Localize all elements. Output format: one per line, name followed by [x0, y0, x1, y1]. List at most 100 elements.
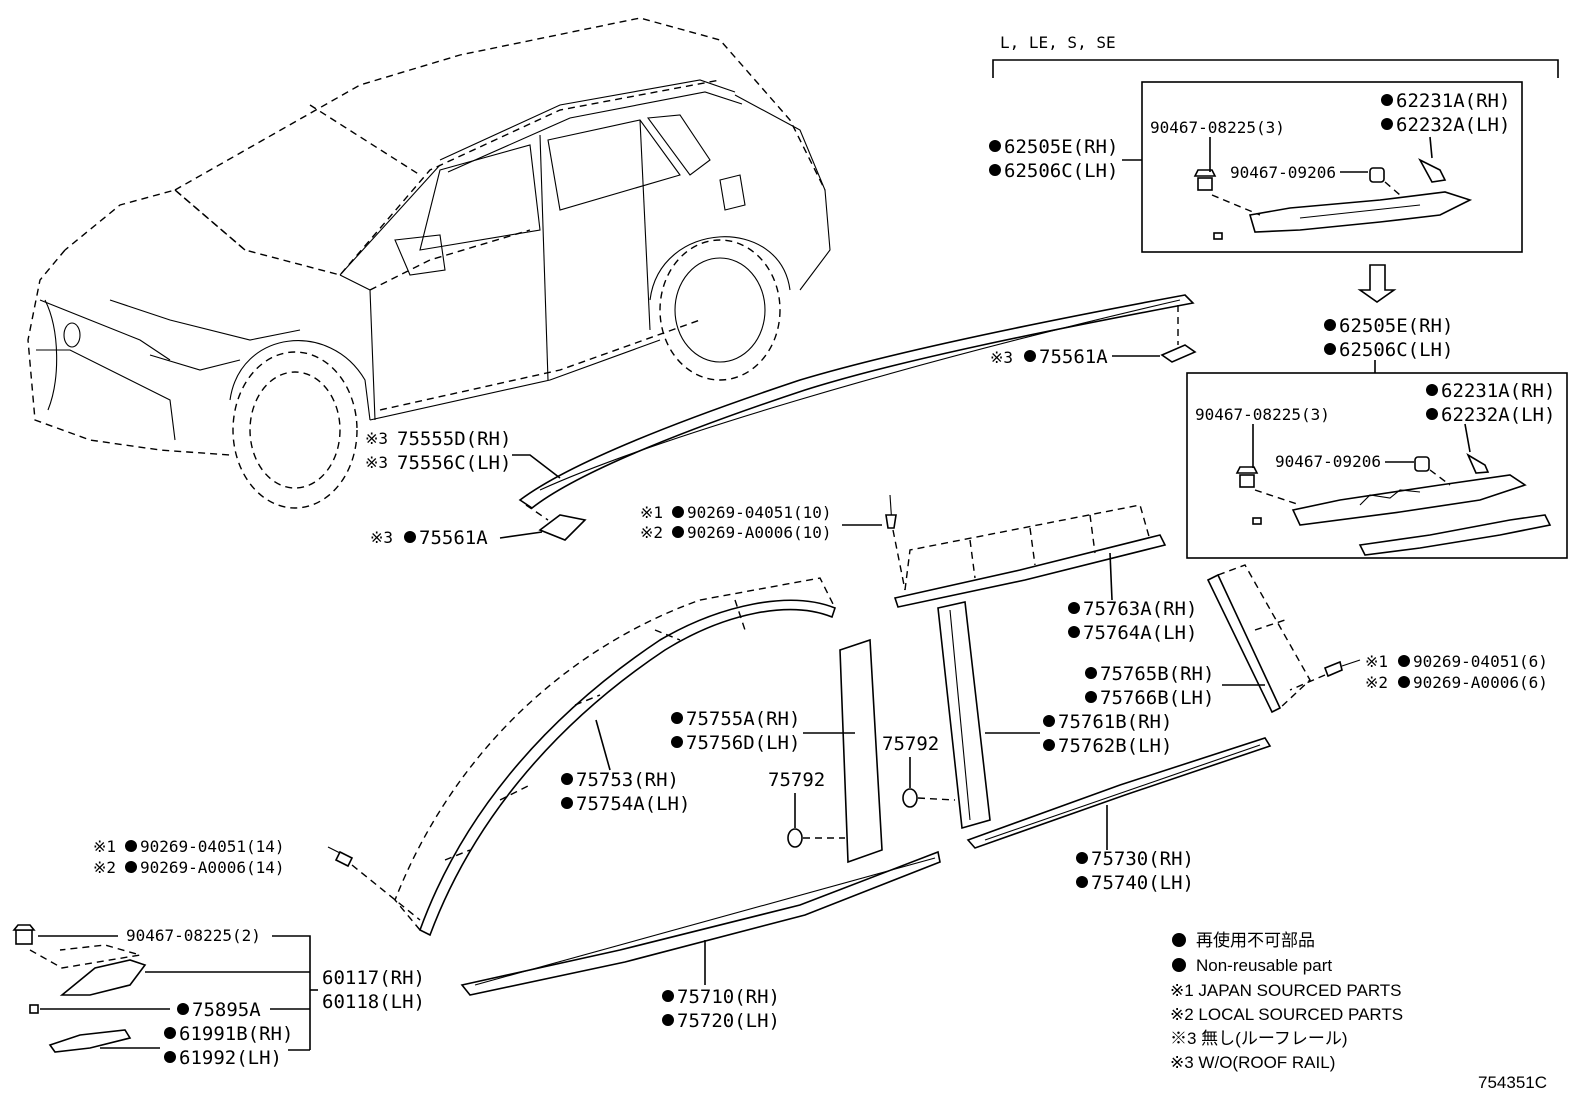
rail-rh-label: 75555D(RH)	[397, 428, 511, 450]
right-part-2: 90269-A0006(6)	[1413, 673, 1548, 692]
upper-molding-callout: 62505E(RH) 62506C(LH)	[989, 136, 1142, 182]
molding-75755: 75755A(RH) 75756D(LH)	[671, 638, 883, 864]
upper-clip-label: 90467-09206	[1230, 163, 1336, 182]
rail-rh-note: ※3	[365, 429, 388, 448]
lower-cover-lh-label: 62232A(LH)	[1441, 404, 1555, 426]
legend: 再使用不可部品 Non-reusable part ※1 JAPAN SOURC…	[1170, 930, 1547, 1092]
lower-left-group: 90467-08225(2) 75895A 61991B(RH) 61992(L…	[12, 924, 425, 1069]
screw-icon	[327, 846, 354, 868]
left-part-1: 90269-04051(14)	[140, 837, 285, 856]
upper-molding-lh-label: 62506C(LH)	[1004, 160, 1118, 182]
screw-icon	[885, 494, 897, 529]
center-fastener-group: ※1 90269-04051(10) ※2 90269-A0006(10)	[640, 494, 906, 591]
lower-molding-lh-label: 62506C(LH)	[1339, 339, 1453, 361]
p75792b-label: 75792	[882, 733, 939, 755]
p75763-label: 75763A(RH)	[1083, 598, 1197, 620]
p61992-label: 61992(LH)	[179, 1047, 282, 1069]
rail-clip-bottom-icon	[538, 514, 587, 541]
right-note-2: ※2	[1365, 673, 1388, 692]
non-reusable-bullet-icon	[1172, 958, 1186, 972]
bolt-icon	[1193, 169, 1217, 191]
p75792a-label: 75792	[768, 769, 825, 791]
clip-icon	[1414, 456, 1430, 472]
left-note-1: ※1	[93, 837, 116, 856]
p75753-label: 75753(RH)	[576, 769, 679, 791]
p75740-label: 75740(LH)	[1091, 872, 1194, 894]
lower-bolt-label: 90467-08225(3)	[1195, 405, 1330, 424]
lower-cover-rh-label: 62231A(RH)	[1441, 380, 1555, 402]
legend-note3-jp: ※3 無し(ルーフレール)	[1170, 1029, 1347, 1048]
left-note-2: ※2	[93, 858, 116, 877]
trim-bracket: L, LE, S, SE	[992, 33, 1559, 78]
arrow-down-icon	[1357, 264, 1397, 303]
legend-nonreusable: Non-reusable part	[1196, 956, 1332, 975]
center-part-2: 90269-A0006(10)	[687, 523, 832, 542]
rail-clip-bottom-note: ※3	[370, 528, 393, 547]
clip-75792-left: 75792	[768, 769, 845, 848]
legend-note1: ※1 JAPAN SOURCED PARTS	[1170, 981, 1402, 1000]
p75755-label: 75755A(RH)	[686, 708, 800, 730]
p60118-label: 60118(LH)	[322, 991, 425, 1013]
roof-rail	[518, 294, 1197, 541]
upper-bolt-label: 90467-08225(3)	[1150, 118, 1285, 137]
molding-75765: 75765B(RH) 75766B(LH)	[1085, 564, 1311, 714]
p75764-label: 75764A(LH)	[1083, 622, 1197, 644]
p75766-label: 75766B(LH)	[1100, 687, 1214, 709]
non-reusable-bullet-icon	[1172, 933, 1186, 947]
screw-icon	[1323, 659, 1361, 678]
center-note-1: ※1	[640, 503, 663, 522]
clip-icon	[787, 828, 803, 848]
legend-jp-nonreusable: 再使用不可部品	[1196, 930, 1315, 950]
p75895-label: 75895A	[192, 999, 261, 1021]
clip-icon	[902, 788, 918, 808]
clip-75792-right: 75792	[882, 733, 956, 808]
p75762-label: 75762B(LH)	[1058, 735, 1172, 757]
p75765-label: 75765B(RH)	[1100, 663, 1214, 685]
molding-75761: 75761B(RH) 75762B(LH)	[937, 601, 1172, 830]
lower-molding-callout: 62505E(RH) 62506C(LH)	[1324, 315, 1453, 373]
upper-molding-rh-label: 62505E(RH)	[1004, 136, 1118, 158]
lower-molding-rh-label: 62505E(RH)	[1339, 315, 1453, 337]
molding-75763: 75763A(RH) 75764A(LH)	[893, 504, 1197, 644]
molding-75753: 75753(RH) 75754A(LH)	[394, 577, 836, 937]
upper-cover-lh-label: 62232A(LH)	[1396, 114, 1510, 136]
right-fastener-group: ※1 90269-04051(6) ※2 90269-A0006(6)	[1289, 652, 1548, 692]
legend-note3: ※3 W/O(ROOF RAIL)	[1170, 1053, 1335, 1072]
molding-75710: 75710(RH) 75720(LH)	[460, 850, 941, 1032]
bolt-icon	[1235, 466, 1259, 488]
right-note-1: ※1	[1365, 652, 1388, 671]
rail-clip-top-note: ※3	[990, 348, 1013, 367]
center-part-1: 90269-04051(10)	[687, 503, 832, 522]
bolt-icon	[12, 924, 36, 945]
trim-label: L, LE, S, SE	[1000, 33, 1116, 52]
figure-code: 754351C	[1478, 1073, 1547, 1092]
bolt-left-label: 90467-08225(2)	[126, 926, 261, 945]
left-fastener-group: ※1 90269-04051(14) ※2 90269-A0006(14)	[93, 837, 421, 921]
left-part-2: 90269-A0006(14)	[140, 858, 285, 877]
lower-clip-label: 90467-09206	[1275, 452, 1381, 471]
p75720-label: 75720(LH)	[677, 1010, 780, 1032]
p60117-label: 60117(RH)	[322, 967, 425, 989]
rail-clip-top-label: 75561A	[1039, 346, 1108, 368]
rail-lh-note: ※3	[365, 453, 388, 472]
vehicle-illustration	[27, 17, 831, 509]
rail-clip-top-icon	[1160, 344, 1197, 363]
legend-note2: ※2 LOCAL SOURCED PARTS	[1170, 1005, 1403, 1024]
molding-75730: 75730(RH) 75740(LH)	[966, 737, 1272, 894]
p75761-label: 75761B(RH)	[1058, 711, 1172, 733]
p75710-label: 75710(RH)	[677, 986, 780, 1008]
rail-clip-bottom-label: 75561A	[419, 527, 488, 549]
upper-cover-rh-label: 62231A(RH)	[1396, 90, 1510, 112]
p75754-label: 75754A(LH)	[576, 793, 690, 815]
p75756-label: 75756D(LH)	[686, 732, 800, 754]
clip-icon	[1369, 167, 1385, 183]
right-part-1: 90269-04051(6)	[1413, 652, 1548, 671]
rail-lh-label: 75556C(LH)	[397, 452, 511, 474]
center-note-2: ※2	[640, 523, 663, 542]
upper-detail-box: 90467-08225(3) 90467-09206 62231A(RH) 62…	[1141, 81, 1523, 253]
p61991-label: 61991B(RH)	[179, 1023, 293, 1045]
roof-rail-callouts: ※3 75561A ※3 75555D(RH) ※3 75556C(LH) ※3…	[365, 346, 1160, 549]
lower-detail-box: 90467-08225(3) 90467-09206 62231A(RH) 62…	[1186, 372, 1568, 559]
p75730-label: 75730(RH)	[1091, 848, 1194, 870]
